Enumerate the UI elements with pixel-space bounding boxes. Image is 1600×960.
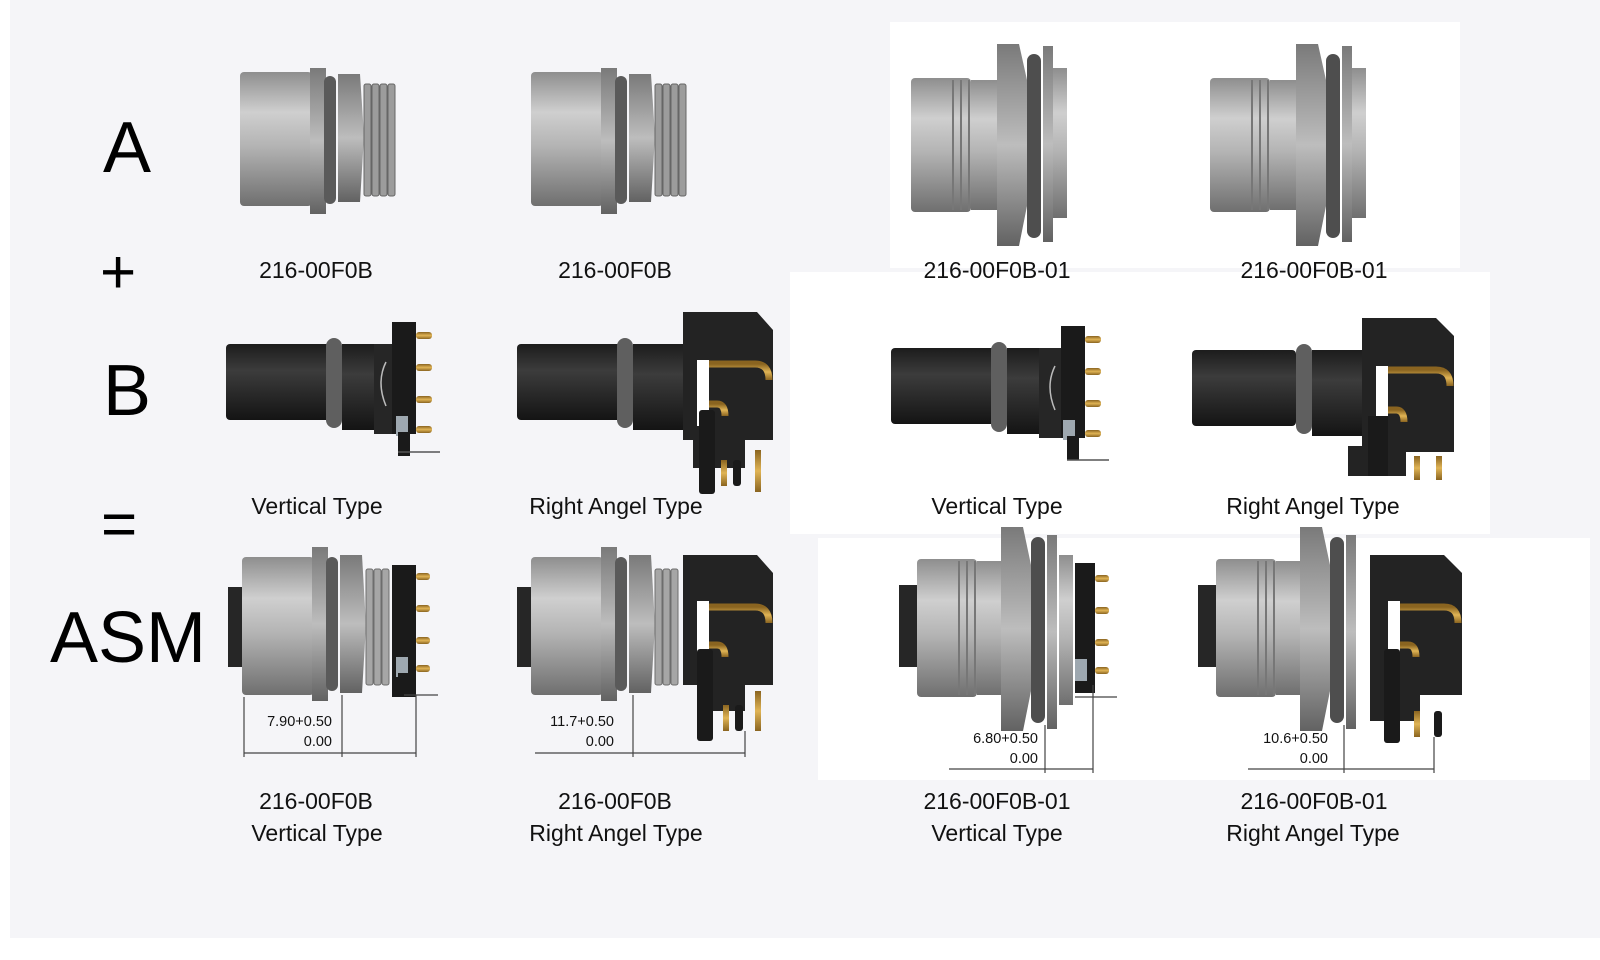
asm-type-label-4: Right Angel Type (1226, 820, 1400, 846)
dimension-tolerance-1: 0.00 (303, 733, 332, 750)
dimension-tolerance-4: 0.00 (1299, 750, 1328, 767)
housing-216-00f0b-a2 (531, 68, 687, 214)
dimension-value-1: 7.90+0.50 (267, 714, 332, 730)
insert-vertical-b1 (226, 322, 440, 456)
dimension-tolerance-2: 0.00 (585, 733, 614, 750)
asm-part-label-4: 216-00F0B-01 (1240, 788, 1388, 814)
type-label-b2: Right Angel Type (529, 493, 703, 519)
assembly-216-00f0b-vertical (228, 547, 438, 757)
insert-vertical-b3 (891, 326, 1109, 461)
part-label-a2: 216-00F0B (558, 257, 672, 283)
asm-part-label-1: 216-00F0B (259, 788, 373, 814)
row-label-plus: + (100, 238, 137, 307)
row-label-equals: = (101, 490, 138, 559)
part-label-a3: 216-00F0B-01 (923, 257, 1071, 283)
housing-216-00f0b-a1 (240, 68, 396, 214)
dimension-value-4: 10.6+0.50 (1263, 731, 1328, 747)
dimension-callout-4: 10.6+0.50 0.00 (1238, 730, 1328, 769)
part-label-a4: 216-00F0B-01 (1240, 257, 1388, 283)
insert-right-angle-b4 (1192, 318, 1454, 480)
asm-type-label-2: Right Angel Type (529, 820, 703, 846)
type-label-b3: Vertical Type (931, 493, 1063, 519)
dimension-tolerance-3: 0.00 (1009, 750, 1038, 767)
assembly-216-00f0b-right-angle (517, 547, 773, 757)
type-label-b1: Vertical Type (251, 493, 383, 519)
dimension-callout-3: 6.80+0.50 0.00 (948, 730, 1038, 769)
part-label-a1: 216-00F0B (259, 257, 373, 283)
dimension-value-2: 11.7+0.50 (550, 714, 614, 730)
insert-right-angle-b2 (517, 312, 773, 494)
asm-type-label-1: Vertical Type (251, 820, 383, 846)
dimension-callout-2: 11.7+0.50 0.00 (524, 713, 614, 752)
asm-part-label-3: 216-00F0B-01 (923, 788, 1071, 814)
asm-part-label-2: 216-00F0B (558, 788, 672, 814)
dimension-value-3: 6.80+0.50 (973, 731, 1038, 747)
row-label-a: A (103, 108, 152, 188)
dimension-callout-1: 7.90+0.50 0.00 (242, 713, 332, 752)
row-label-b: B (103, 351, 152, 431)
asm-type-label-3: Vertical Type (931, 820, 1063, 846)
type-label-b4: Right Angel Type (1226, 493, 1400, 519)
assembly-216-00f0b-01-right-angle (1198, 527, 1462, 773)
assembly-216-00f0b-01-vertical (899, 527, 1117, 773)
housing-216-00f0b-01-a4 (1210, 44, 1366, 246)
housing-216-00f0b-01-a3 (911, 44, 1067, 246)
row-label-asm: ASM (50, 598, 207, 678)
